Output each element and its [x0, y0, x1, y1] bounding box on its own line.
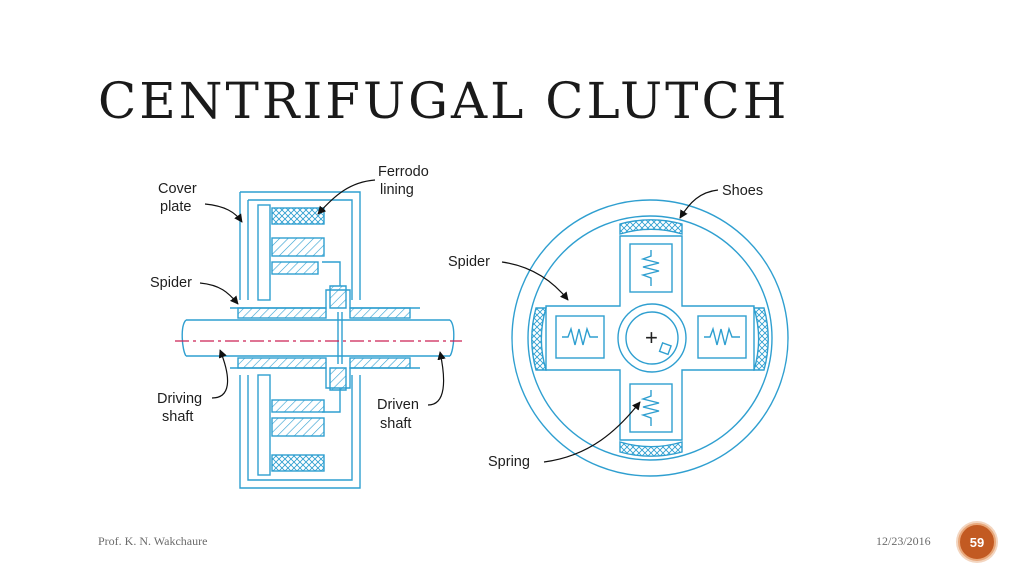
label-driving: Driving — [157, 391, 202, 407]
label-shoes: Shoes — [722, 183, 763, 199]
page-number: 59 — [969, 534, 985, 550]
label-plate: plate — [160, 199, 191, 215]
footer-date: 12/23/2016 — [876, 534, 931, 548]
sectional-view — [181, 191, 455, 489]
right-leaders — [501, 189, 719, 463]
label-ferrodo: Ferrodo — [378, 164, 429, 180]
label-driven-shaft: shaft — [380, 416, 411, 432]
label-spider-right: Spider — [448, 254, 490, 270]
label-spring: Spring — [488, 454, 530, 470]
label-driven: Driven — [377, 397, 419, 413]
label-driving-shaft: shaft — [162, 409, 193, 425]
slide-title: CENTRIFUGAL CLUTCH — [98, 72, 790, 130]
page-number-badge: 59 — [958, 523, 996, 561]
left-leaders — [199, 179, 446, 406]
label-spider-left: Spider — [150, 275, 192, 291]
end-view — [511, 199, 789, 477]
label-lining: lining — [380, 182, 414, 198]
footer-author: Prof. K. N. Wakchaure — [98, 534, 208, 548]
center-mark: + — [645, 325, 658, 350]
label-cover: Cover — [158, 181, 197, 197]
